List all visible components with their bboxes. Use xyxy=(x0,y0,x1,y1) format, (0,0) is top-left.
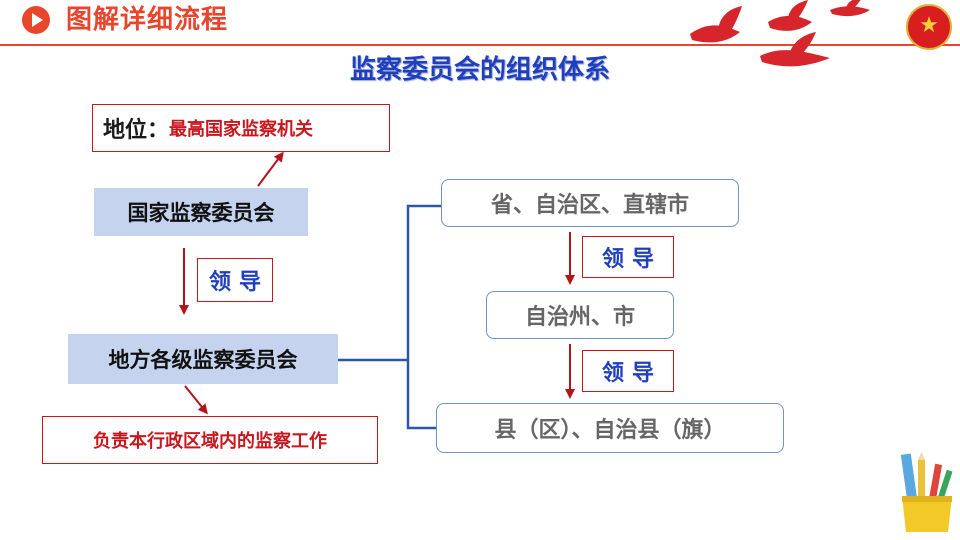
status-value: 最高国家监察机关 xyxy=(169,119,314,140)
national-committee-box: 国家监察委员会 xyxy=(94,188,308,236)
county-level-box: 县（区）、自治县（旗） xyxy=(436,403,784,453)
section-title: 图解详细流程 xyxy=(66,5,229,35)
status-label: 地位： xyxy=(103,118,170,143)
lead-label-right-bottom: 领导 xyxy=(582,350,674,392)
pencil-cup-icon xyxy=(900,452,953,532)
lead-label-left: 领导 xyxy=(197,258,273,302)
local-committee-box: 地方各级监察委员会 xyxy=(68,334,338,384)
duty-box: 负责本行政区域内的监察工作 xyxy=(42,416,378,464)
lead-label-right-top: 领导 xyxy=(582,236,674,278)
national-emblem-icon xyxy=(906,4,952,50)
diagram-title: 监察委员会的组织体系 xyxy=(349,55,610,85)
province-level-box: 省、自治区、直辖市 xyxy=(441,179,739,227)
status-box: 地位： 最高国家监察机关 xyxy=(92,104,390,152)
prefecture-level-box: 自治州、市 xyxy=(486,291,674,339)
dove-icon xyxy=(690,0,870,67)
header-divider xyxy=(0,44,960,46)
play-icon xyxy=(22,6,50,34)
